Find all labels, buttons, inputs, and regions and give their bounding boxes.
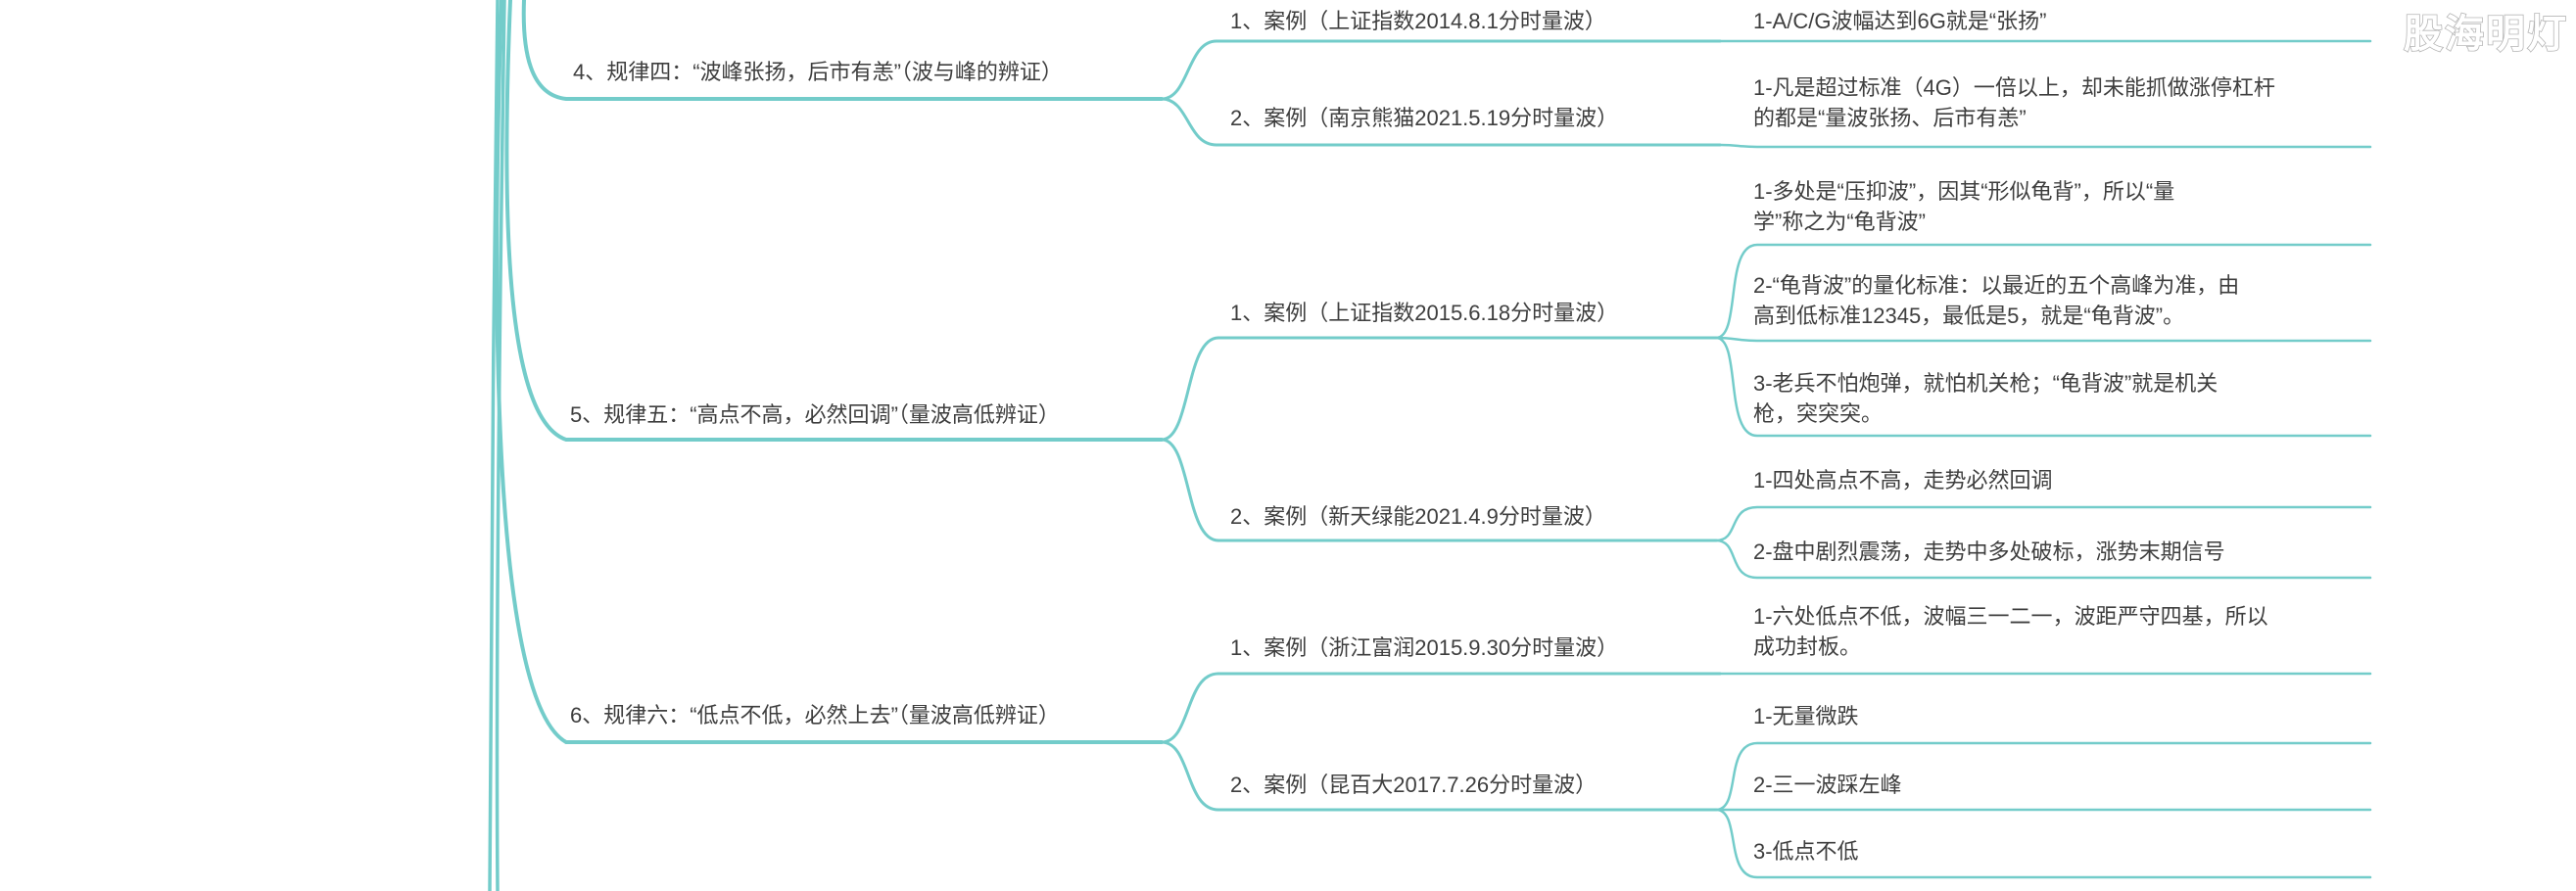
node-point-6-2-2[interactable]: 2-三一波踩左峰: [1753, 773, 1902, 797]
node-case-6-2[interactable]: 2、案例（昆百大2017.7.26分时量波）: [1230, 773, 1598, 797]
node-point-5-1-2[interactable]: 2-“龟背波”的量化标准：以最近的五个高峰为准，由 高到低标准12345，最低是…: [1753, 273, 2240, 328]
node-point-6-2-1[interactable]: 1-无量微跌: [1753, 704, 1859, 728]
node-point-5-1-3[interactable]: 3-老兵不怕炮弹，就怕机关枪；“龟背波”就是机关 枪，突突突。: [1753, 371, 2218, 426]
node-case-6-1[interactable]: 1、案例（浙江富润2015.9.30分时量波）: [1230, 635, 1619, 660]
node-rule-5[interactable]: 5、规律五：“高点不高，必然回调”（量波高低辨证）: [570, 402, 1060, 427]
node-case-4-2[interactable]: 2、案例（南京熊猫2021.5.19分时量波）: [1230, 106, 1619, 130]
node-point-4-2-1[interactable]: 1-凡是超过标准（4G）一倍以上，却未能抓做涨停杠杆 的都是“量波张扬、后市有恙…: [1753, 75, 2275, 130]
node-point-5-1-1[interactable]: 1-多处是“压抑波”，因其“形似龟背”，所以“量 学”称之为“龟背波”: [1753, 179, 2175, 234]
node-point-5-2-2[interactable]: 2-盘中剧烈震荡，走势中多处破标，涨势末期信号: [1753, 539, 2225, 564]
connector-line: [1160, 97, 1218, 147]
connector-line: [1160, 39, 1218, 101]
node-case-5-1[interactable]: 1、案例（上证指数2015.6.18分时量波）: [1230, 301, 1619, 325]
leaf-line: [1718, 143, 2372, 149]
leaf-line: [1714, 808, 2372, 879]
node-rule-6[interactable]: 6、规律六：“低点不低，必然上去”（量波高低辨证）: [570, 703, 1060, 727]
connector-line: [1160, 672, 1220, 744]
leaf-line: [1714, 741, 2372, 812]
node-case-4-1[interactable]: 1、案例（上证指数2014.8.1分时量波）: [1230, 9, 1606, 33]
leaf-line: [1714, 505, 2372, 542]
branch-rule-5-line: [504, 0, 1164, 442]
node-point-5-2-1[interactable]: 1-四处高点不高，走势必然回调: [1753, 468, 2053, 492]
leaf-line: [1714, 539, 2372, 580]
leaf-line: [1714, 243, 2372, 340]
leaf-line: [1714, 336, 2372, 343]
watermark-logo: 股海明灯: [2404, 13, 2568, 56]
node-case-5-2[interactable]: 2、案例（新天绿能2021.4.9分时量波）: [1230, 504, 1606, 529]
connector-line: [1160, 336, 1220, 442]
node-point-4-1-1[interactable]: 1-A/C/G波幅达到6G就是“张扬”: [1753, 9, 2047, 33]
leaf-line: [1714, 336, 2372, 438]
branch-rule-4-line: [521, 0, 1164, 101]
node-point-6-2-3[interactable]: 3-低点不低: [1753, 839, 1859, 864]
connector-line: [1160, 438, 1220, 542]
node-point-6-1-1[interactable]: 1-六处低点不低，波幅三一二一，波距严守四基，所以 成功封板。: [1753, 604, 2268, 659]
trunk-line: [495, 0, 506, 891]
trunk-line: [488, 0, 500, 891]
node-rule-4[interactable]: 4、规律四：“波峰张扬，后市有恙”（波与峰的辨证）: [573, 60, 1063, 84]
branch-rule-6-line: [495, 0, 1164, 744]
connector-line: [1160, 740, 1220, 812]
